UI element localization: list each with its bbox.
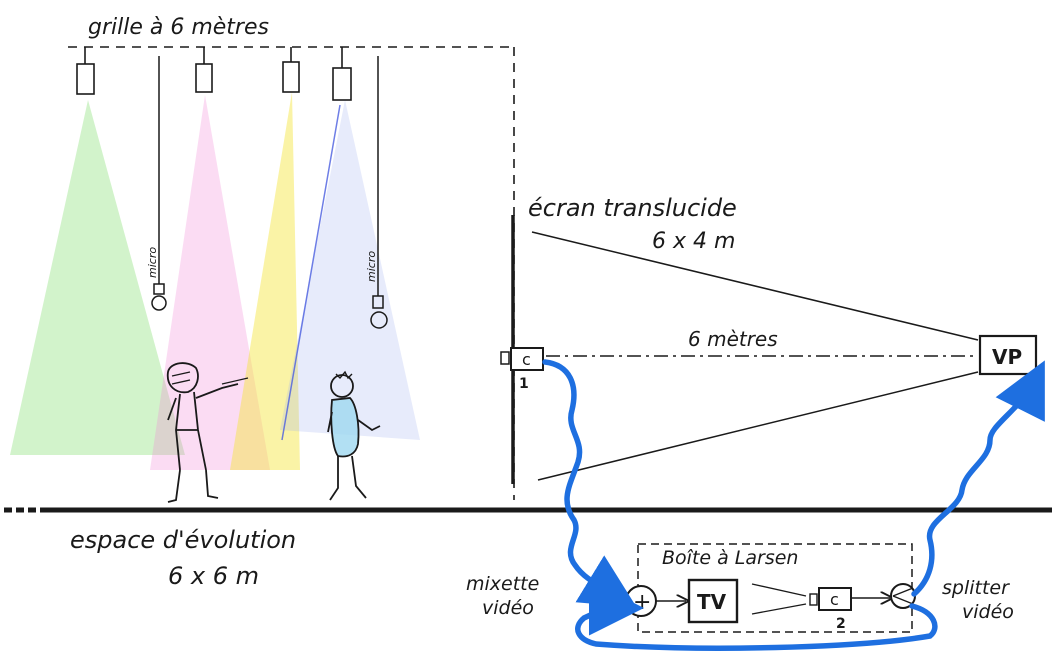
mixer-label-line2: vidéo	[482, 597, 534, 619]
light-beams	[10, 92, 420, 470]
performer-right	[327, 370, 381, 501]
micro-2-label: micro	[365, 251, 378, 282]
camera-1-number: 1	[519, 376, 529, 392]
camera-2-number: 2	[836, 616, 846, 632]
cable-camera1-to-mixer	[542, 359, 637, 608]
blue-beam-edge	[281, 104, 341, 441]
micro-1-label: micro	[146, 247, 159, 278]
tv-label: TV	[697, 590, 727, 614]
camera-2-view	[751, 583, 807, 615]
micro-2	[370, 56, 388, 329]
camera-1: c 1	[500, 347, 544, 392]
projector-3	[282, 47, 300, 93]
projectors	[76, 47, 352, 101]
cable-splitter-loop-to-mixer	[575, 580, 938, 651]
camera-1-label: c	[522, 350, 531, 369]
floor-label-line2: 6 x 6 m	[168, 562, 259, 590]
distance-label: 6 mètres	[688, 327, 778, 351]
projector-1	[76, 47, 95, 95]
video-mixer: +	[625, 585, 657, 617]
mixer-symbol: +	[633, 590, 651, 615]
camera-2: c 2	[809, 587, 890, 632]
yellow-beam	[230, 92, 300, 470]
projector-2	[195, 47, 213, 93]
projector-4	[332, 47, 352, 101]
green-beam	[10, 100, 185, 455]
mixer-label-line1: mixette	[466, 573, 539, 595]
microphones	[151, 56, 388, 329]
floor-label-line1: espace d'évolution	[70, 526, 296, 554]
screen-label-line1: écran translucide	[528, 194, 737, 222]
pink-beam	[150, 95, 270, 470]
video-projector: VP	[978, 334, 1038, 376]
vp-label: VP	[992, 345, 1022, 369]
camera-2-label: c	[830, 590, 839, 609]
projection-cone	[531, 231, 979, 481]
micro-1	[151, 56, 167, 311]
screen-label-line2: 6 x 4 m	[652, 229, 735, 254]
splitter-label-line2: vidéo	[962, 601, 1014, 623]
larsen-box-label: Boîte à Larsen	[662, 547, 798, 569]
performer-left	[166, 362, 249, 503]
grid-label: grille à 6 mètres	[88, 15, 269, 40]
tv-monitor: TV	[656, 578, 739, 624]
video-cables	[542, 359, 1045, 651]
blue-beam	[280, 100, 420, 440]
cable-splitter-to-vp	[911, 360, 1045, 597]
splitter-label-line1: splitter	[942, 577, 1010, 599]
